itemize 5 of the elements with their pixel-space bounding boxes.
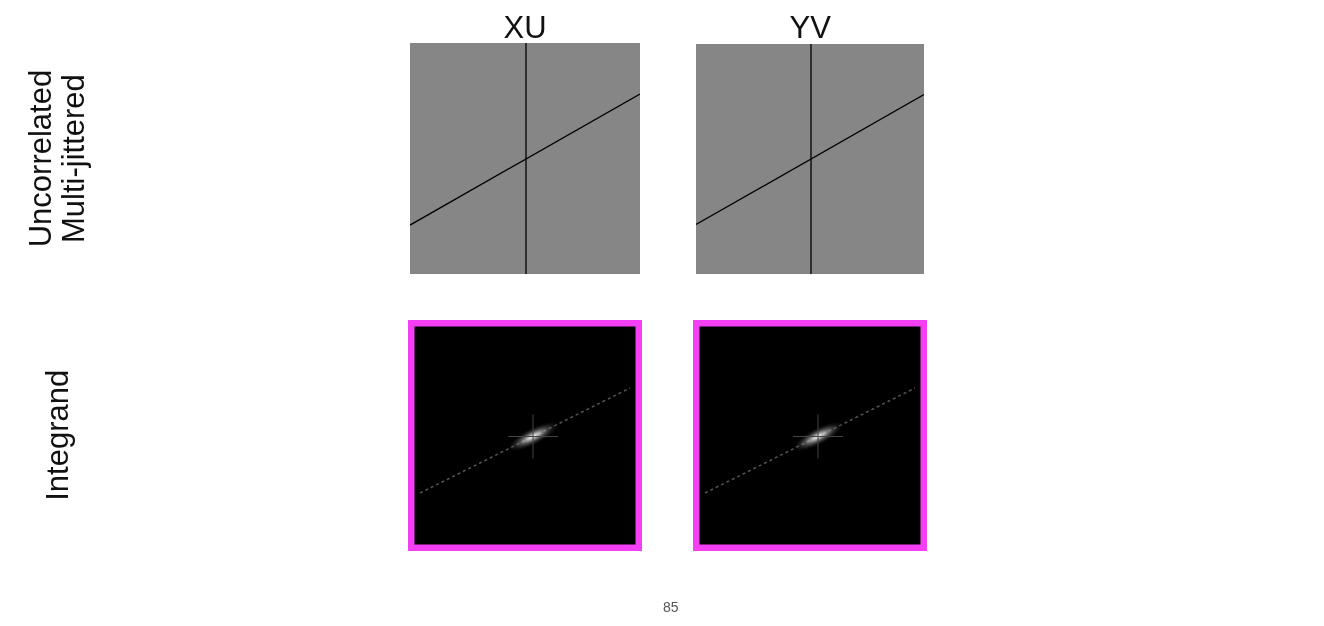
column-heading: YV bbox=[789, 10, 831, 46]
row-heading: Uncorrelated Multi-jittered bbox=[25, 68, 91, 249]
row-heading: Integrand bbox=[41, 368, 75, 503]
column-heading: XU bbox=[503, 10, 547, 46]
page-number: 85 bbox=[663, 599, 679, 615]
